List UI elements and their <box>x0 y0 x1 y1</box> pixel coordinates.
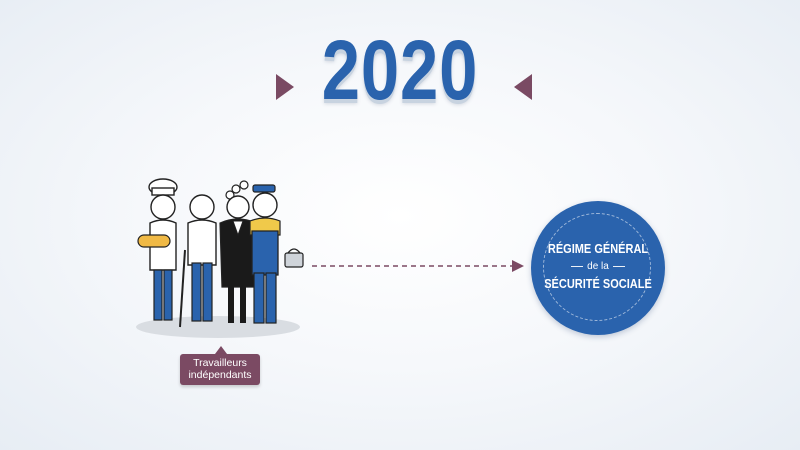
regime-general-circle: RÉGIME GÉNÉRAL de la SÉCURITÉ SOCIALE <box>531 201 665 335</box>
lawyer-figure <box>219 180 257 323</box>
baker-figure <box>137 178 178 321</box>
regime-line-1: RÉGIME GÉNÉRAL <box>547 242 649 256</box>
label-line-1: Travailleurs <box>193 357 247 369</box>
badge-pointer <box>215 346 227 354</box>
label-line-2: indépendants <box>188 369 252 381</box>
independent-workers-label: Travailleurs indépendants <box>180 354 260 385</box>
triangle-right-icon <box>276 74 294 100</box>
worker-figure <box>249 184 304 324</box>
year-title: 2020 <box>321 23 479 117</box>
regime-line-2-text: de la <box>587 261 609 272</box>
year-heading-area: 2020 <box>0 22 800 122</box>
regime-line-2: de la <box>531 261 665 272</box>
retiree-figure <box>179 194 217 328</box>
independent-workers-illustration <box>136 178 304 338</box>
triangle-left-icon <box>514 74 532 100</box>
dashed-ring <box>543 213 651 321</box>
dashed-arrow-icon <box>312 260 524 272</box>
regime-line-3: SÉCURITÉ SOCIALE <box>544 277 652 291</box>
